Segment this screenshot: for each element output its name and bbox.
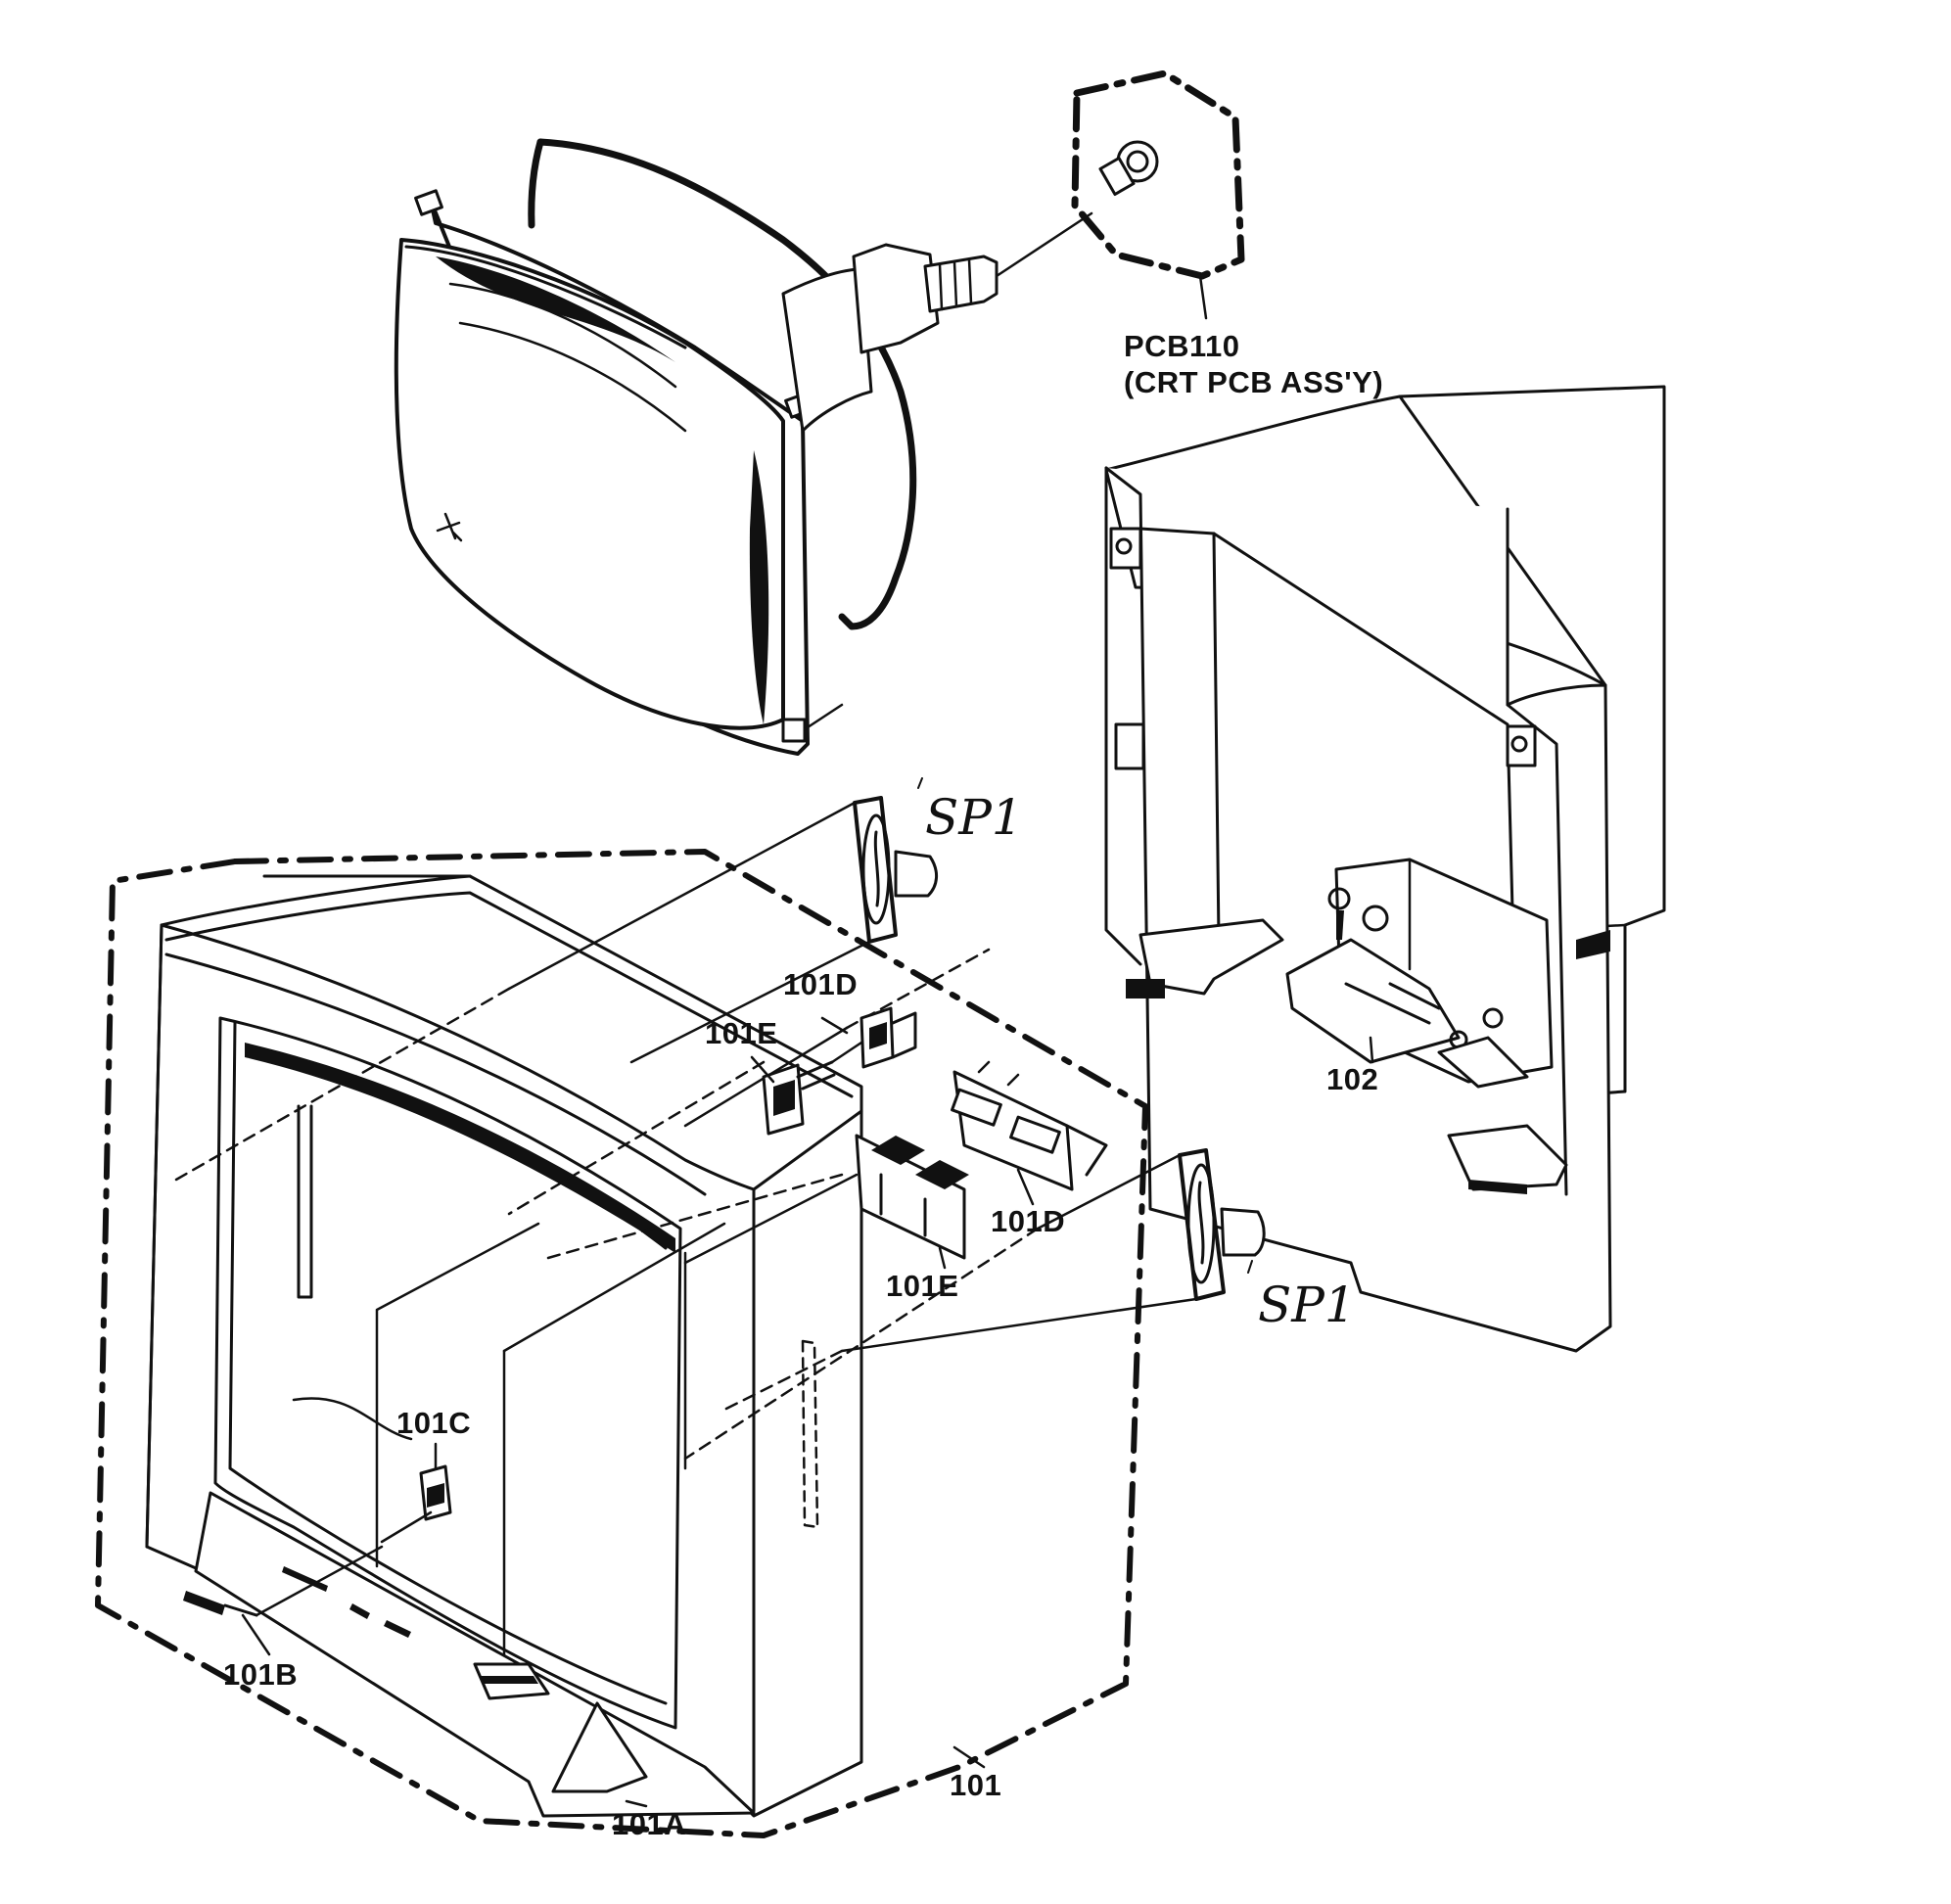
speaker-top (853, 796, 938, 944)
label-101e-lower: 101E (886, 1269, 959, 1303)
label-101: 101 (950, 1768, 1002, 1802)
label-pcb110: PCB110 (1124, 329, 1240, 363)
label-pcb110-description: (CRT PCB ASS'Y) (1124, 365, 1384, 399)
part-101e-upper (762, 1060, 836, 1136)
part-101e-lower (683, 1134, 969, 1265)
part-101b (183, 1545, 384, 1656)
label-101d-upper: 101D (783, 967, 859, 1001)
label-101c: 101C (396, 1406, 472, 1440)
crt-pcb-assembly (1071, 70, 1245, 320)
label-101e-upper: 101E (705, 1016, 778, 1050)
part-101d-upper (830, 1006, 917, 1069)
label-sp1-top: SP1 (925, 789, 1023, 846)
part-101c (380, 1464, 452, 1544)
label-101d-lower: 101D (991, 1204, 1066, 1238)
label-101a: 101A (612, 1807, 687, 1841)
part-101d-lower (951, 1060, 1108, 1191)
speaker-bottom (1178, 1148, 1266, 1301)
crt-picture-tube (394, 138, 1093, 756)
label-102: 102 (1326, 1062, 1379, 1096)
label-101b: 101B (223, 1657, 299, 1692)
label-sp1-bottom: SP1 (1258, 1277, 1356, 1333)
front-cabinet (95, 849, 1148, 1838)
back-cover (1104, 385, 1666, 1353)
